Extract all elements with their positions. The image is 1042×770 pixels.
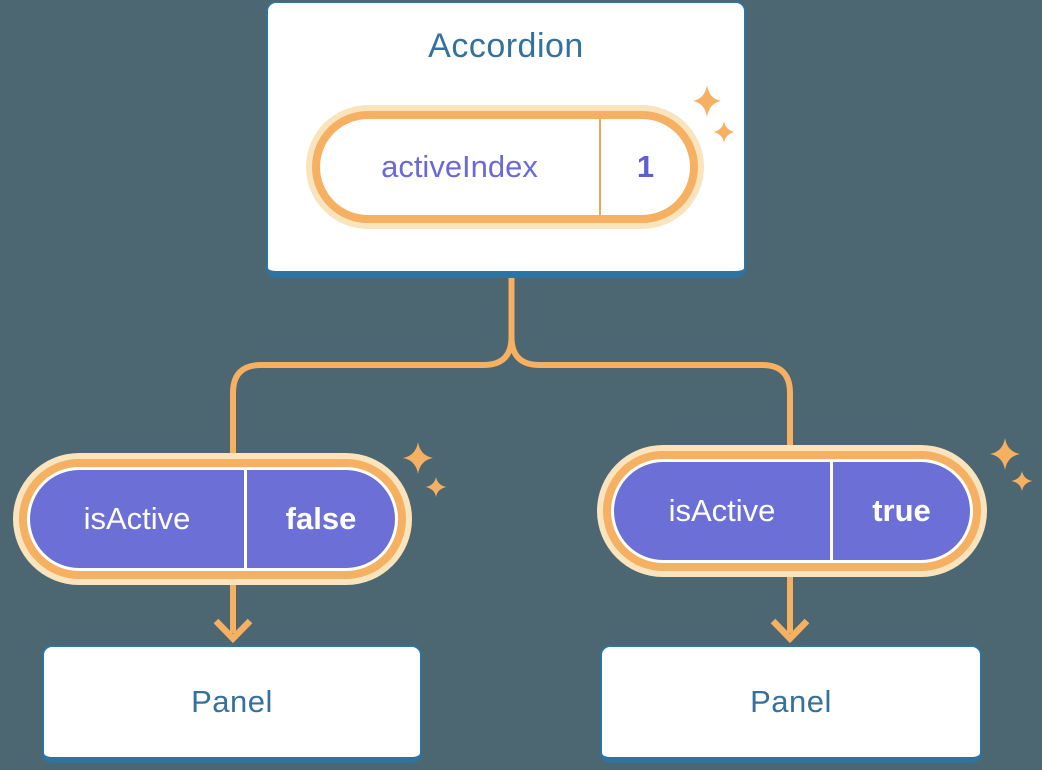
prop-pill-ring: isActive true (603, 451, 981, 571)
prop-pill-body: isActive false (30, 470, 395, 568)
pill-divider (830, 462, 833, 560)
arrow-down-icon (770, 618, 810, 644)
sparkle-icon (1011, 471, 1033, 491)
prop-pill-isactive-true: isActive true (597, 445, 987, 577)
arrow-down-icon (213, 618, 253, 644)
component-title: Accordion (428, 27, 584, 65)
component-title: Panel (750, 684, 832, 719)
pill-divider (599, 119, 601, 215)
connector-right-branch (508, 336, 793, 445)
prop-name-label: isActive (83, 501, 191, 536)
prop-pill-body: isActive true (614, 462, 970, 560)
component-title: Panel (191, 684, 273, 719)
state-value: 1 (636, 149, 655, 184)
prop-value: true (872, 493, 931, 528)
state-name-label: activeIndex (381, 149, 538, 184)
sparkle-icon (425, 477, 447, 497)
prop-value: false (285, 501, 357, 536)
sparkle-icon (990, 438, 1020, 470)
sparkle-icon (403, 442, 433, 474)
prop-name-label: isActive (668, 493, 776, 528)
prop-pill-isactive-false: isActive false (13, 453, 412, 585)
pill-divider (244, 470, 247, 568)
state-pill-ring: activeIndex 1 (312, 111, 698, 223)
panel-component-card-right: Panel (600, 645, 982, 763)
accordion-component-card: Accordion activeIndex 1 (266, 1, 746, 278)
prop-pill-ring: isActive false (19, 459, 406, 579)
state-pill: activeIndex 1 (306, 105, 704, 229)
connector-trunk-left-branch (230, 278, 515, 453)
panel-component-card-left: Panel (42, 645, 422, 763)
